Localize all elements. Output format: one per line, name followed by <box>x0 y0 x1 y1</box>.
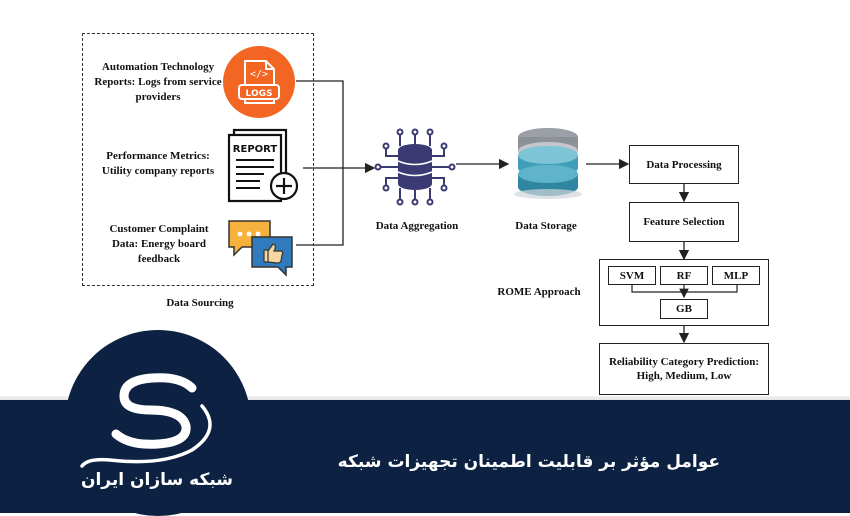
brand-logo-text: شبکه سازان ایران <box>80 470 234 490</box>
banner-title: عوامل مؤثر بر قابلیت اطمینان تجهیزات شبک… <box>337 452 720 472</box>
model-label-gb: GB <box>676 303 692 315</box>
brand-logo-circle <box>65 330 251 516</box>
prediction-box: Reliability Category Prediction: High, M… <box>599 343 769 395</box>
database-storage-icon <box>514 128 582 199</box>
model-label-mlp: MLP <box>723 269 749 282</box>
model-box-rf: RF <box>660 266 708 285</box>
model-label-svm: SVM <box>619 269 645 282</box>
data-sourcing-label: Data Sourcing <box>166 297 234 309</box>
model-box-svm: SVM <box>608 266 656 285</box>
prediction-label: Reliability Category Prediction: High, M… <box>608 356 760 382</box>
logs-icon: </> LOGS <box>223 46 295 118</box>
model-box-gb: GB <box>660 299 708 319</box>
data-sourcing-group <box>82 33 314 286</box>
source-label-complaints: Customer Complaint Data: Energy board fe… <box>109 223 209 265</box>
svg-text:</>: </> <box>250 69 268 80</box>
svg-text:LOGS: LOGS <box>246 89 273 99</box>
rome-approach-frame <box>599 259 769 326</box>
rome-approach-label: ROME Approach <box>497 286 581 298</box>
data-processing-label: Data Processing <box>646 158 722 171</box>
feature-selection-label: Feature Selection <box>643 216 725 228</box>
model-box-mlp: MLP <box>712 266 760 285</box>
brand-logo-icon <box>80 373 212 468</box>
model-label-rf: RF <box>676 269 692 282</box>
data-storage-label: Data Storage <box>515 220 577 232</box>
source-label-logs: Automation Technology Reports: Logs from… <box>94 61 222 103</box>
data-processing-box: Data Processing <box>629 145 739 184</box>
database-network-icon <box>374 128 456 206</box>
report-icon: REPORT <box>227 128 299 203</box>
source-label-performance: Performance Metrics: Utility company rep… <box>101 150 215 177</box>
banner-shadow <box>0 396 850 402</box>
workflow-diagram: Automation Technology Reports: Logs from… <box>82 33 769 395</box>
data-aggregation-label: Data Aggregation <box>375 220 459 232</box>
svg-text:REPORT: REPORT <box>233 144 278 155</box>
feature-selection-box: Feature Selection <box>629 202 739 242</box>
feedback-icon <box>228 220 293 277</box>
connector-lines <box>296 80 738 344</box>
